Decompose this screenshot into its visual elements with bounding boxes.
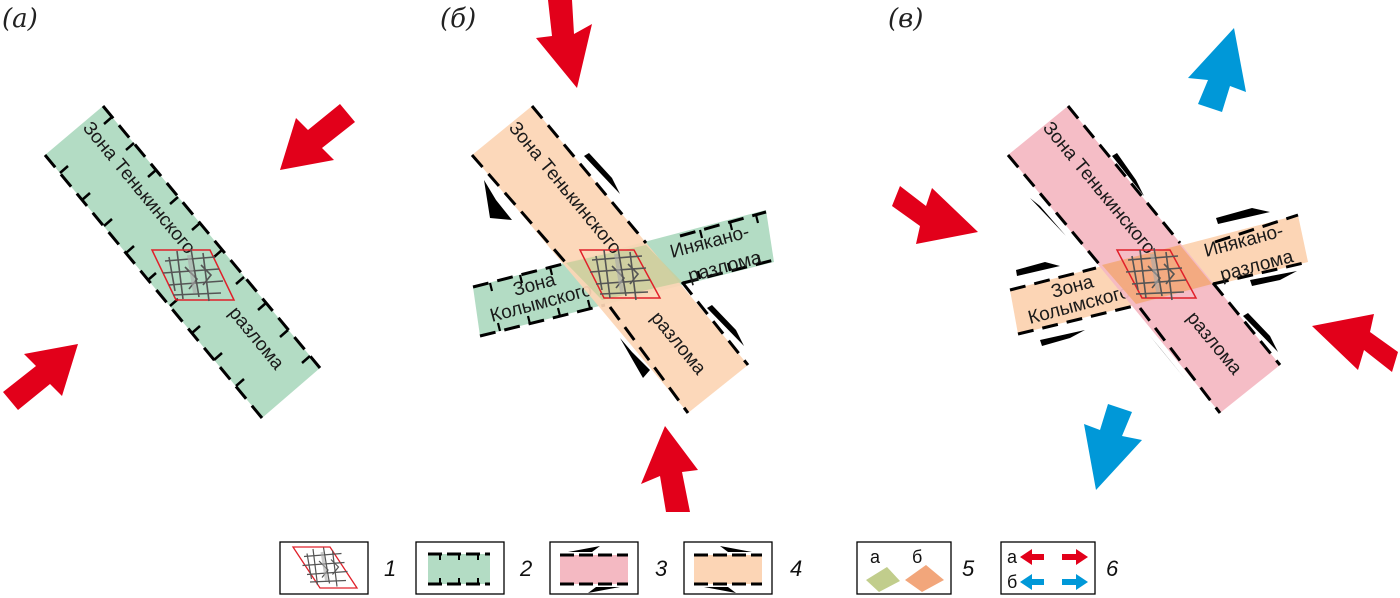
compression-arrows-v — [892, 186, 1398, 372]
legend-item-4: 4 — [683, 541, 802, 595]
legend-number: 5 — [962, 556, 975, 581]
dextral-shear-arrows — [484, 153, 744, 378]
fault-line — [43, 154, 264, 419]
panel-a: (а) Зона Тенькинского разлома — [2, 4, 355, 419]
ore-field-b — [578, 246, 662, 302]
ore-field-v — [1115, 246, 1198, 302]
extension-legend-arrows — [1020, 574, 1088, 590]
extension-arrow-icon — [1188, 28, 1246, 112]
legend-item-3: 3 — [549, 541, 668, 595]
legend-letter-a: а — [870, 547, 881, 567]
legend-item-2: 2 — [415, 541, 532, 595]
panel-v: (в) Зона Колымского Инякано- разлома — [888, 4, 1398, 490]
compression-arrow-icon — [892, 186, 978, 244]
compression-legend-arrows — [1020, 549, 1088, 565]
legend-letter-b: б — [1007, 572, 1017, 592]
dextral-shear-arrows — [1016, 208, 1297, 346]
ore-field-a — [150, 247, 236, 303]
legend-number: 1 — [384, 556, 396, 581]
compression-arrow-icon — [536, 0, 592, 88]
legend-letter-a: а — [1007, 547, 1018, 567]
compression-arrows-a — [3, 104, 355, 410]
legend-item-6: а б 6 — [1000, 541, 1119, 595]
legend-number: 4 — [790, 556, 802, 581]
compression-arrow-icon — [280, 104, 355, 170]
compression-arrow-icon — [641, 426, 698, 512]
panel-label-v: (в) — [888, 4, 923, 34]
zone-fill — [45, 106, 320, 418]
legend: 1 2 3 4 — [279, 541, 1119, 595]
panel-label-b: (б) — [440, 4, 476, 34]
extension-arrows-v — [1084, 28, 1246, 490]
tenkinsky-zone-a: Зона Тенькинского разлома — [43, 105, 322, 419]
legend-number: 6 — [1106, 556, 1119, 581]
legend-item-5: а б 5 — [856, 541, 975, 595]
legend-letter-b: б — [912, 547, 922, 567]
compression-arrow-icon — [3, 344, 78, 410]
thrust-teeth — [59, 116, 311, 387]
legend-number: 3 — [655, 556, 668, 581]
sinistral-shear-arrows — [1030, 153, 1278, 380]
panel-label-a: (а) — [2, 4, 38, 34]
legend-item-1: 1 — [279, 541, 396, 595]
legend-number: 2 — [519, 556, 532, 581]
swatch-a — [866, 567, 900, 592]
compression-arrows-b — [536, 0, 698, 512]
compression-arrow-icon — [1312, 314, 1398, 372]
swatch-b — [905, 565, 944, 592]
fault-line — [101, 105, 322, 369]
panel-b: (б) Зона Колымского Инякано- разлома — [440, 0, 775, 512]
extension-arrow-icon — [1084, 404, 1142, 490]
